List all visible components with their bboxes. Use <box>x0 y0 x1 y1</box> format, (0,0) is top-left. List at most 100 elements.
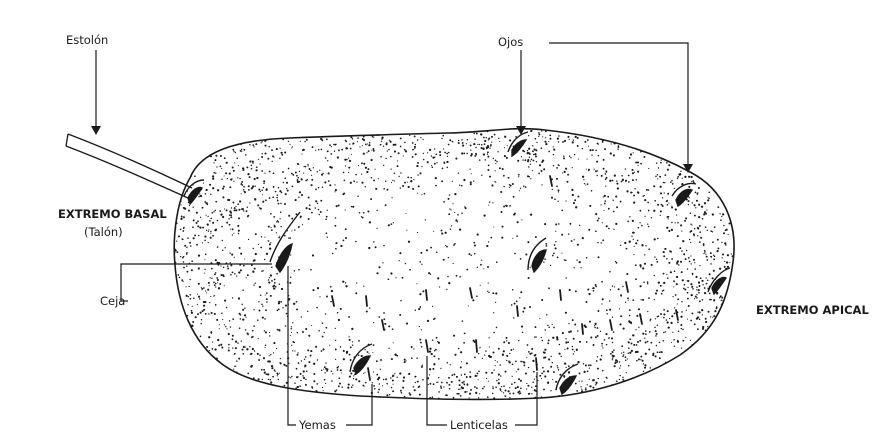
stipple-dot <box>352 206 354 208</box>
stipple-dot <box>706 259 708 261</box>
stipple-dot <box>544 141 546 143</box>
stipple-dot <box>548 141 549 142</box>
stipple-dot <box>458 393 460 395</box>
stipple-dot <box>198 235 199 236</box>
stipple-dot <box>687 319 688 320</box>
stipple-dot <box>450 209 451 210</box>
stipple-dot <box>671 258 673 260</box>
stipple-dot <box>406 360 407 361</box>
stipple-dot <box>465 207 467 209</box>
stipple-dot <box>500 191 502 193</box>
stipple-dot <box>243 186 245 188</box>
stipple-dot <box>264 152 266 154</box>
stipple-dot <box>421 264 422 265</box>
stipple-dot <box>373 150 375 152</box>
stipple-dot <box>609 271 611 273</box>
stipple-dot <box>492 202 493 203</box>
stipple-dot <box>702 218 704 220</box>
stipple-dot <box>307 165 308 166</box>
stipple-dot <box>348 172 349 173</box>
stipple-dot <box>623 352 624 353</box>
stipple-dot <box>242 353 244 355</box>
stipple-dot <box>671 315 673 317</box>
stipple-dot <box>320 200 322 202</box>
stipple-dot <box>331 146 332 147</box>
stipple-dot <box>567 347 569 349</box>
stipple-dot <box>182 230 184 232</box>
stipple-dot <box>582 237 584 239</box>
stipple-dot <box>594 169 595 170</box>
stipple-dot <box>544 258 546 260</box>
stipple-dot <box>482 388 484 390</box>
stipple-dot <box>186 252 187 253</box>
stipple-dot <box>238 209 240 211</box>
stipple-dot <box>564 171 566 173</box>
stipple-dot <box>528 148 530 150</box>
stipple-dot <box>630 153 632 155</box>
stipple-dot <box>460 351 462 353</box>
stipple-dot <box>267 373 269 375</box>
stipple-dot <box>459 185 460 186</box>
stipple-dot <box>376 272 378 274</box>
stipple-dot <box>441 138 442 139</box>
stipple-dot <box>253 259 255 261</box>
stipple-dot <box>205 193 207 195</box>
stipple-dot <box>632 299 634 301</box>
eye-basal <box>270 212 300 272</box>
stipple-dot <box>569 289 571 291</box>
stipple-dot <box>536 142 537 143</box>
stipple-dot <box>495 160 497 162</box>
stipple-dot <box>274 225 276 227</box>
stipple-dot <box>384 323 386 325</box>
stipple-dot <box>270 295 272 297</box>
stipple-dot <box>341 149 343 151</box>
stipple-dot <box>618 288 620 290</box>
stipple-dot <box>352 143 354 145</box>
stipple-dot <box>704 202 706 204</box>
stipple-dot <box>189 205 190 206</box>
stipple-dot <box>355 174 357 176</box>
stipple-dot <box>601 303 602 304</box>
stipple-dot <box>421 366 423 368</box>
stipple-dot <box>447 362 449 364</box>
stipple-dot <box>230 216 232 218</box>
stipple-dot <box>327 210 328 211</box>
stipple-dot <box>485 159 487 161</box>
stipple-dot <box>195 316 197 318</box>
stipple-dot <box>326 327 328 329</box>
stipple-dot <box>404 149 406 151</box>
stipple-dot <box>209 285 210 286</box>
stipple-dot <box>312 146 314 148</box>
stipple-dot <box>645 245 646 246</box>
stipple-dot <box>488 205 489 206</box>
stipple-dot <box>380 359 382 361</box>
stipple-dot <box>586 341 588 343</box>
stipple-dot <box>574 351 575 352</box>
stipple-dot <box>476 372 478 374</box>
stipple-dot <box>235 152 236 153</box>
stipple-dot <box>697 312 698 313</box>
stipple-dot <box>623 379 625 381</box>
stipple-dot <box>663 290 665 292</box>
stipple-dot <box>323 369 324 370</box>
stipple-dot <box>311 386 313 388</box>
stipple-dot <box>410 177 412 179</box>
stipple-dot <box>682 240 684 242</box>
stipple-dot <box>277 199 278 200</box>
stipple-dot <box>626 248 628 250</box>
stipple-dot <box>317 203 319 205</box>
stipple-dot <box>573 338 575 340</box>
eye-top <box>508 132 528 156</box>
stipple-dot <box>678 330 680 332</box>
stipple-dot <box>371 177 373 179</box>
stipple-dot <box>429 374 430 375</box>
stipple-dot <box>294 229 295 230</box>
stipple-dot <box>421 346 423 348</box>
stipple-dot <box>567 181 569 183</box>
stipple-dot <box>476 295 478 297</box>
stipple-dot <box>586 301 588 303</box>
stipple-dot <box>579 372 581 374</box>
stipple-dot <box>706 283 708 285</box>
stipple-dot <box>274 369 276 371</box>
stipple-dot <box>266 298 268 300</box>
